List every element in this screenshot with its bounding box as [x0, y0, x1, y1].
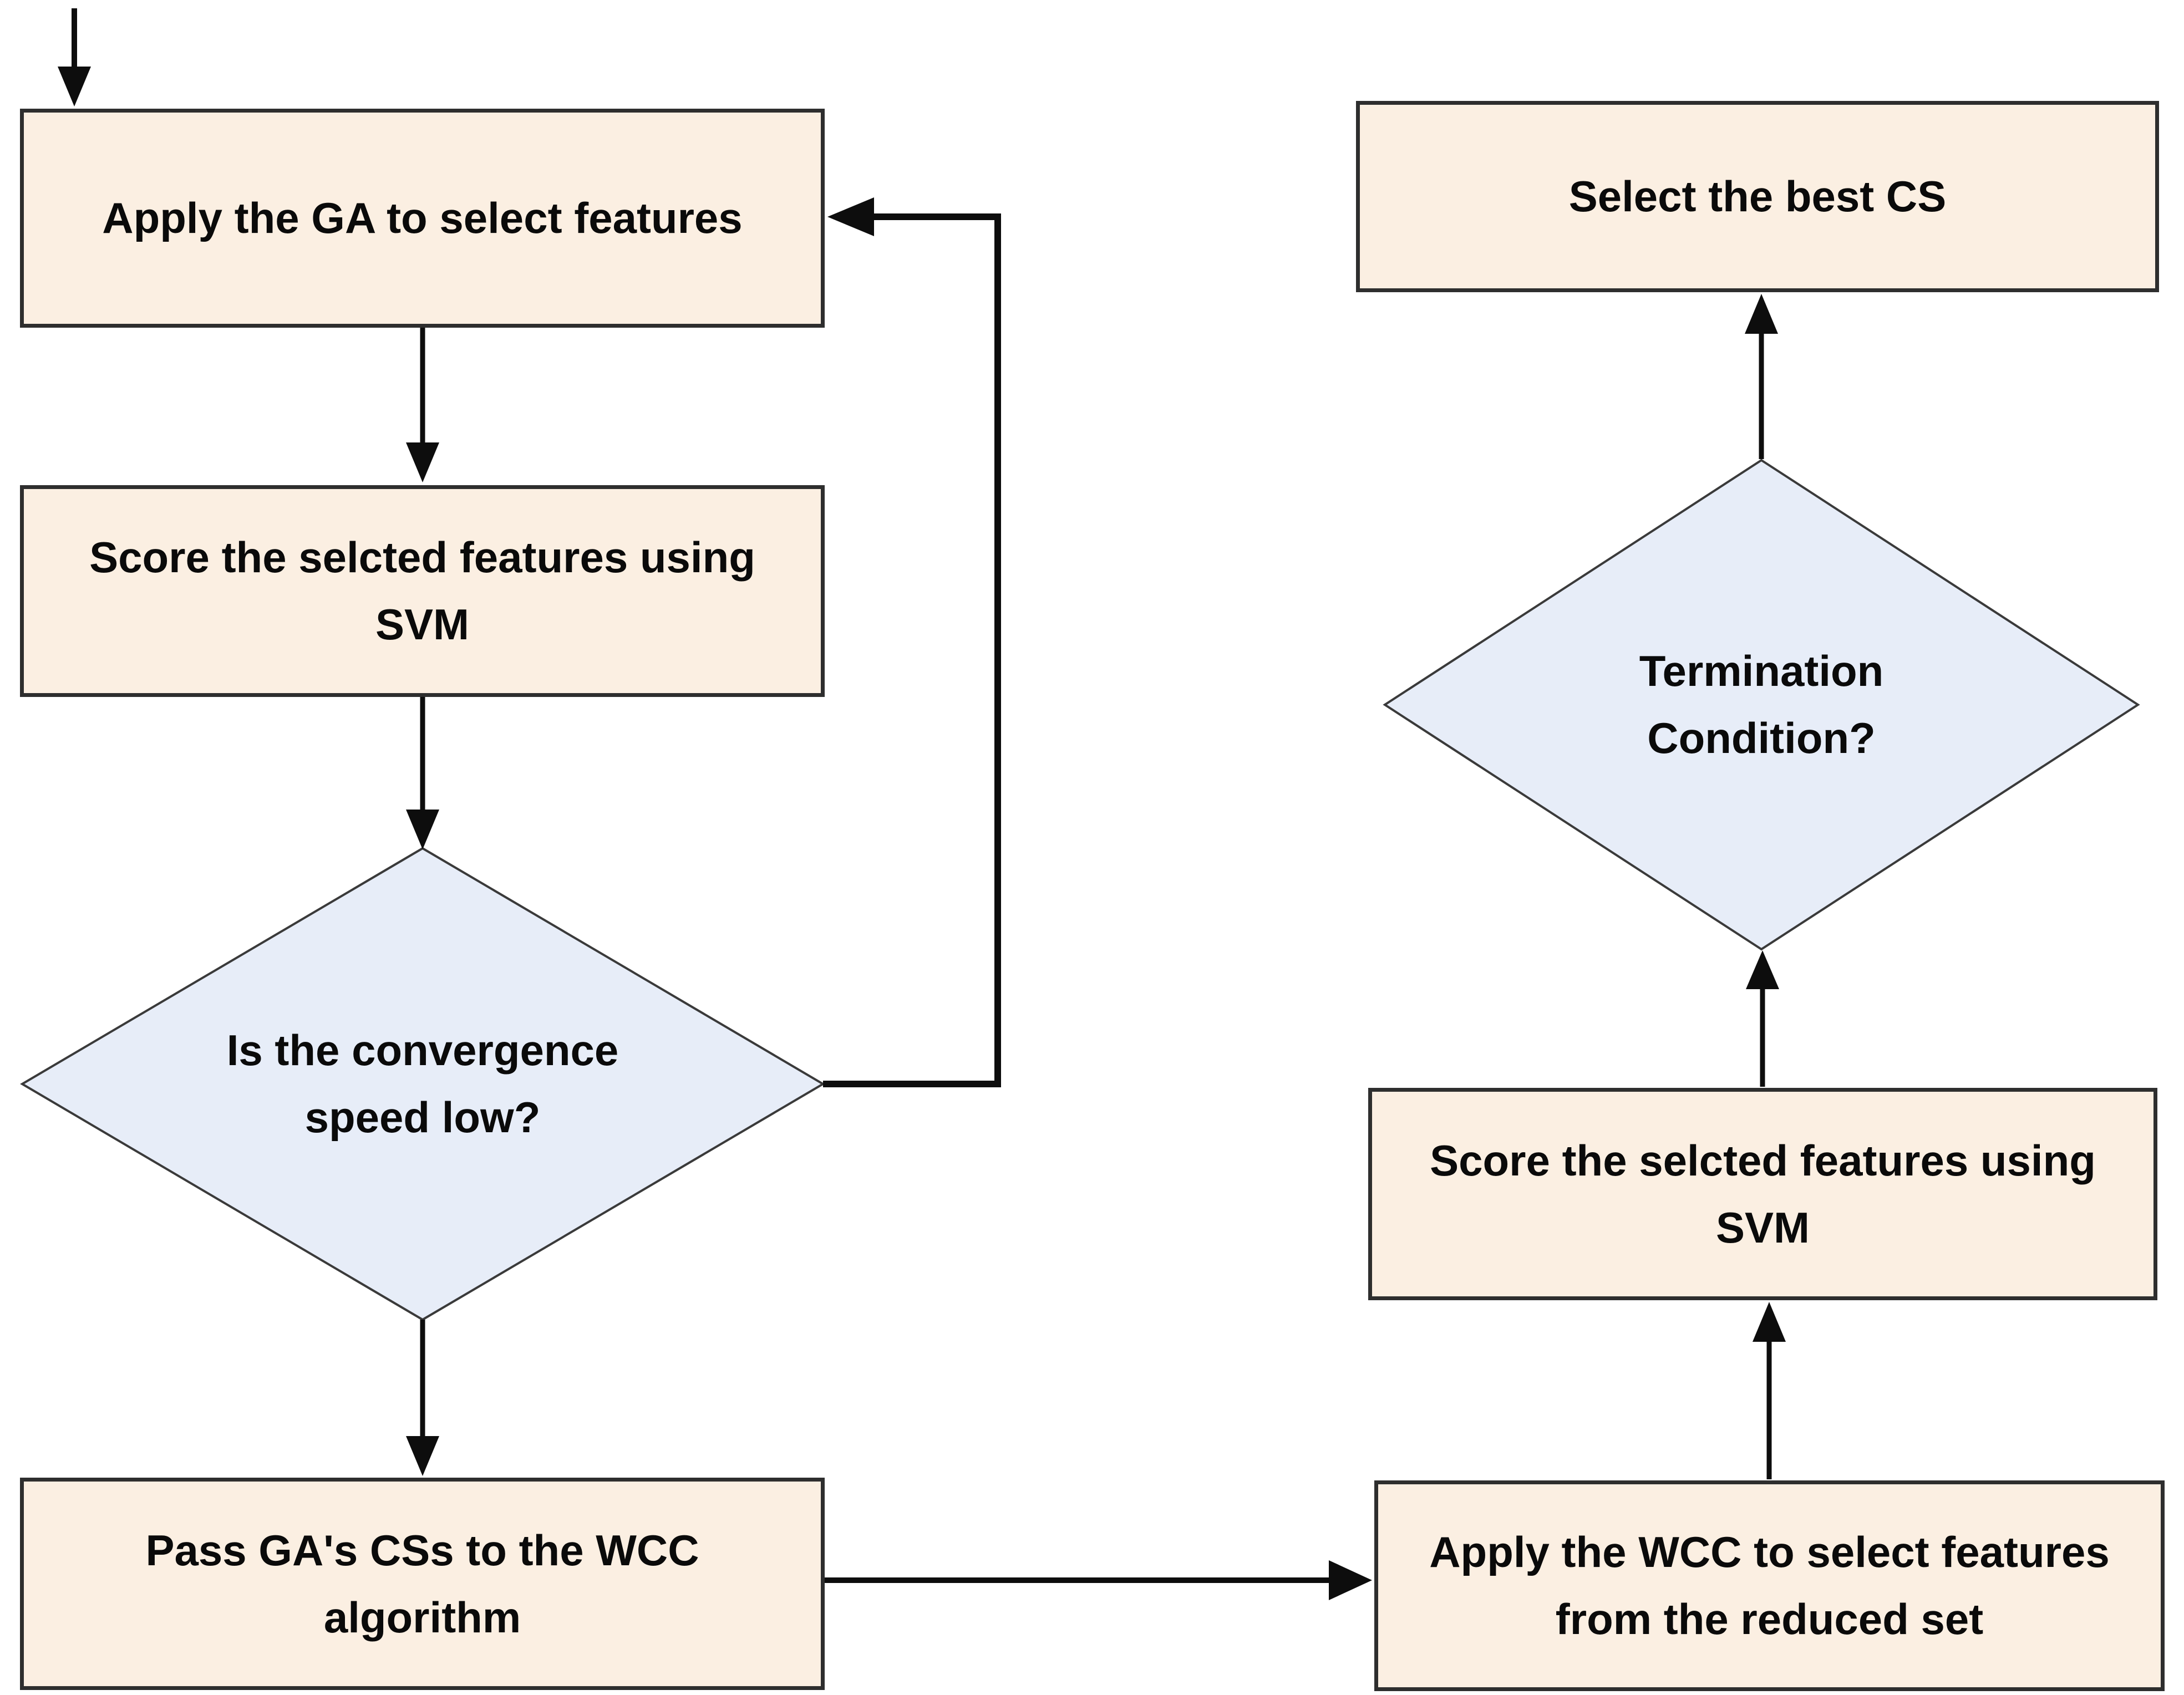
edge-score-to-termination [1746, 950, 1779, 1087]
edge-loop-back [823, 197, 1001, 1087]
label-score-svm-ga: Score the selcted features using SVM [89, 533, 755, 649]
label-pass-css-wcc: Pass GA's CSs to the WCC algorithm [145, 1525, 699, 1642]
label-termination-check: Termination Condition? [1639, 647, 1884, 762]
label-score-svm-wcc: Score the selcted features using SVM [1430, 1136, 2096, 1252]
decision-termination-shape [1383, 459, 2140, 951]
edge-entry-arrow [58, 8, 91, 106]
label-select-best-cs: Select the best CS [1568, 172, 1947, 221]
node-pass-css-wcc [20, 1478, 825, 1690]
node-apply-wcc [1374, 1480, 2165, 1691]
node-select-best-cs [1356, 101, 2159, 292]
edge-applyga-to-score [406, 328, 439, 482]
edge-convergence-to-pass [406, 1320, 439, 1476]
edge-pass-to-applywcc [825, 1560, 1372, 1600]
edge-score-to-convergence [406, 697, 439, 849]
label-apply-ga: Apply the GA to select features [102, 194, 743, 243]
label-apply-wcc: Apply the WCC to select features from th… [1429, 1528, 2110, 1643]
node-score-svm-ga [20, 485, 825, 697]
edge-applywcc-to-score [1753, 1302, 1786, 1479]
label-convergence-check: Is the convergence speed low? [226, 1026, 619, 1142]
edge-termination-to-select [1745, 294, 1778, 459]
node-score-svm-wcc [1368, 1088, 2157, 1300]
node-apply-ga [20, 109, 825, 328]
